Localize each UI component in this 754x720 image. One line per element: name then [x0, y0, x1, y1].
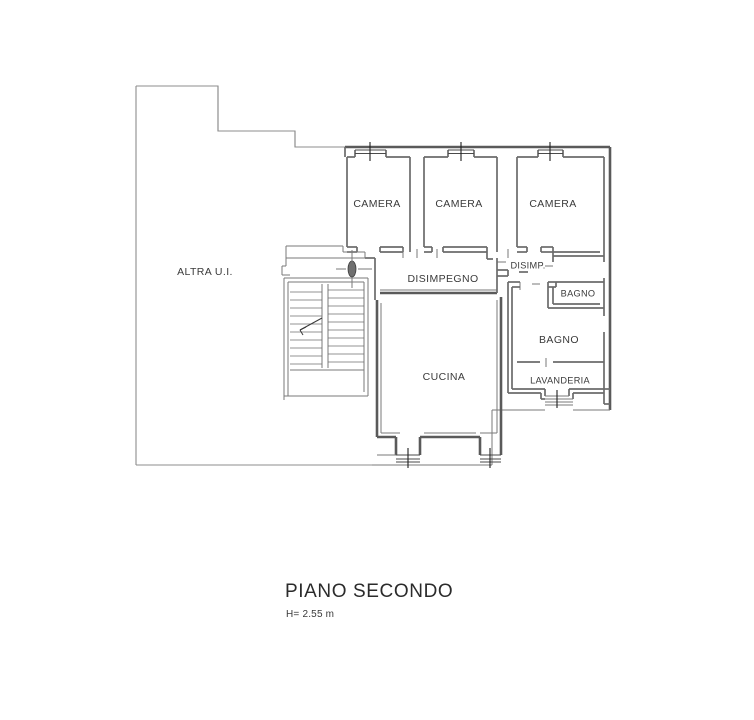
room-disimpegno: [365, 257, 528, 300]
staircase: [282, 274, 369, 400]
page-title: PIANO SECONDO: [285, 581, 453, 602]
room-bagno-1: [519, 281, 604, 309]
room-labels: ALTRA U.I. CAMERA CAMERA CAMERA DISIMPEG…: [177, 198, 595, 386]
room-label-disimp: DISIMP.: [510, 260, 545, 270]
room-label-cucina: CUCINA: [423, 371, 466, 383]
stair-direction-arrow: [299, 317, 323, 336]
altra-ui-outline: [135, 85, 372, 466]
room-label-bagno-2: BAGNO: [539, 334, 579, 346]
stair-treads-left: [290, 291, 322, 365]
room-lavanderia: [508, 388, 610, 408]
room-camera-3: [516, 142, 604, 257]
room-disimp: [497, 256, 554, 267]
column-symbol: [347, 260, 357, 278]
stair-landing-wall: [281, 245, 372, 288]
room-cucina: [375, 297, 503, 468]
exterior-wall-top: [344, 145, 610, 157]
room-label-camera-2: CAMERA: [435, 198, 482, 210]
room-label-altra-ui: ALTRA U.I.: [177, 266, 233, 278]
room-label-lavanderia: LAVANDERIA: [530, 375, 590, 385]
room-label-camera-1: CAMERA: [353, 198, 400, 210]
room-label-bagno-1: BAGNO: [561, 288, 596, 298]
door-jamb-marks: [402, 249, 509, 258]
title-block: PIANO SECONDO H= 2.55 m: [285, 581, 453, 620]
room-label-disimpegno: DISIMPEGNO: [407, 273, 478, 285]
exterior-wall-right: [603, 147, 612, 410]
room-label-camera-3: CAMERA: [529, 198, 576, 210]
stair-treads-right: [328, 289, 364, 363]
room-camera-2: [423, 142, 498, 260]
room-bagno-2: [507, 281, 604, 393]
page-subtitle: H= 2.55 m: [286, 609, 334, 620]
